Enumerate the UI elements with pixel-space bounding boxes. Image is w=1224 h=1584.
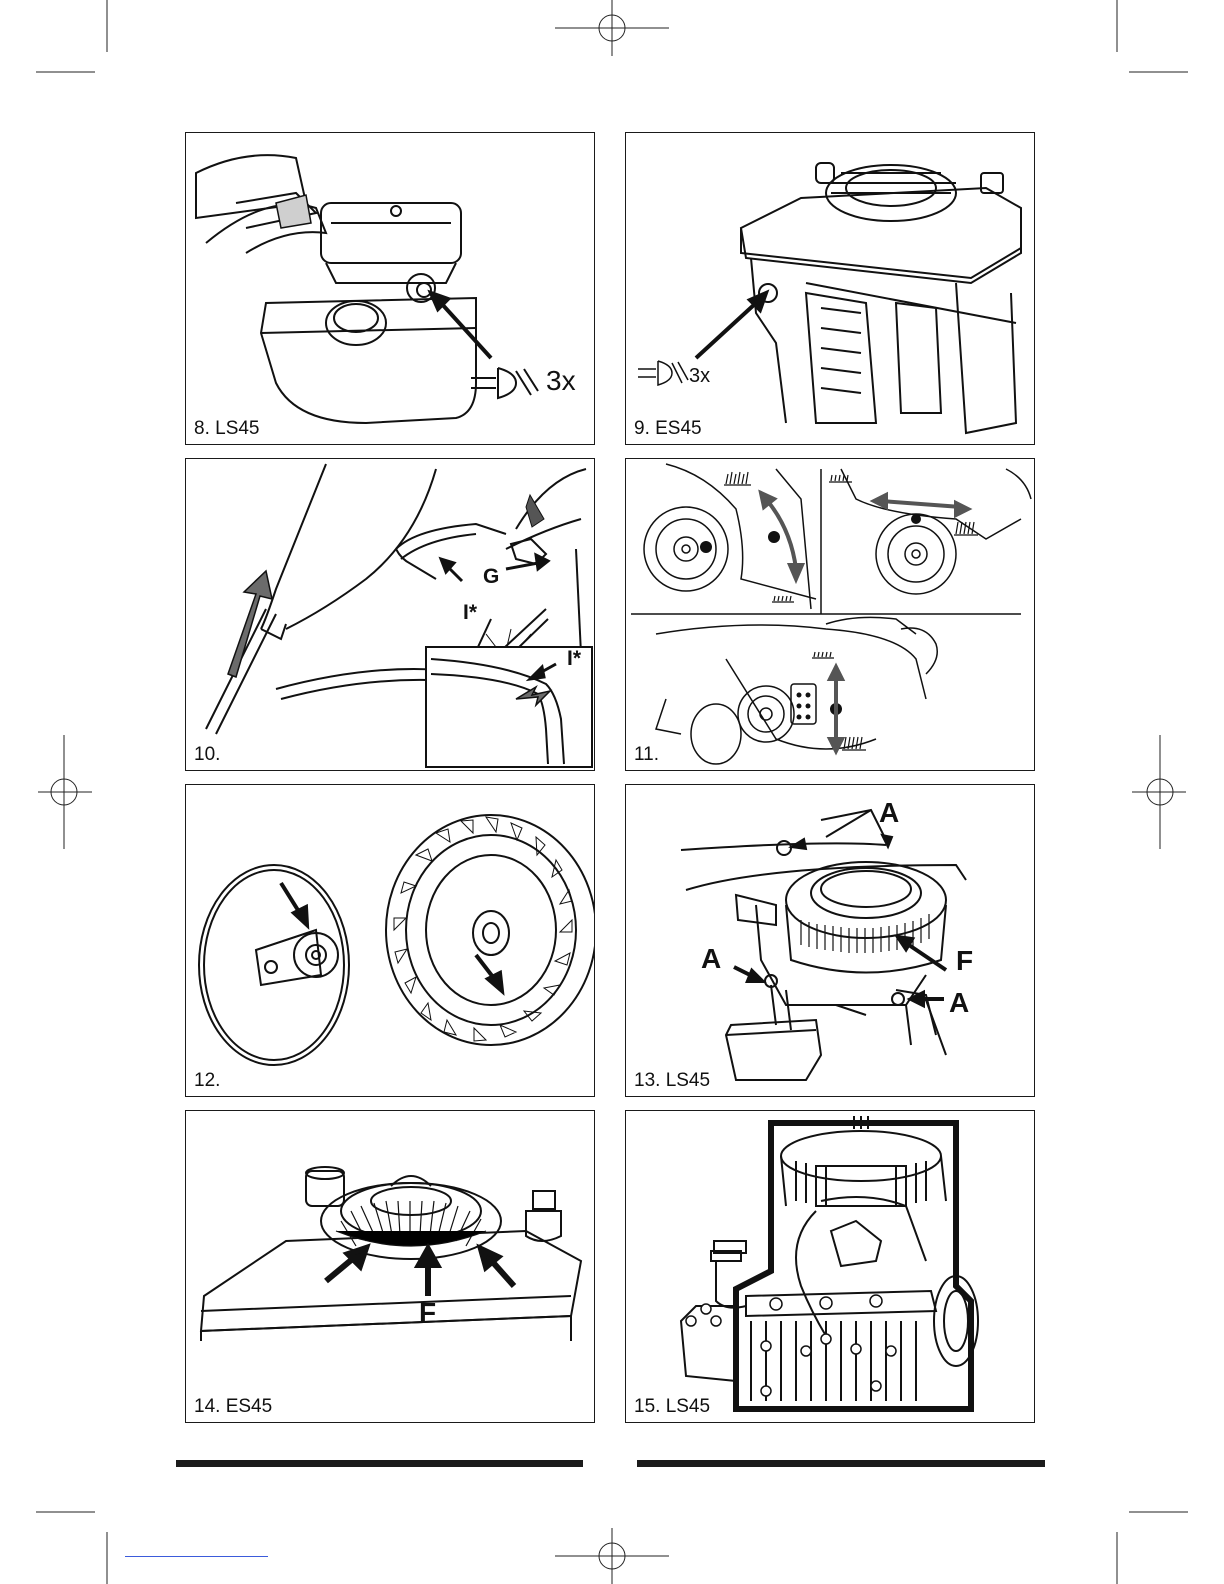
figure-10-panel: G I* I* 10. bbox=[185, 458, 595, 771]
figure-13-starter-housing-illustration bbox=[626, 785, 1035, 1097]
figure-15-panel: 15. LS45 bbox=[625, 1110, 1035, 1423]
figure-10-caption: 10. bbox=[194, 744, 224, 766]
label-i-star: I* bbox=[463, 601, 477, 625]
figure-11-panel: 11. bbox=[625, 458, 1035, 771]
figure-13-caption: 13. LS45 bbox=[634, 1070, 714, 1092]
primer-bulb-press-icon bbox=[471, 368, 538, 398]
figure-12-caption: 12. bbox=[194, 1070, 224, 1092]
label-f: F bbox=[956, 945, 973, 977]
figure-10-handle-adjust-illustration bbox=[186, 459, 595, 771]
figure-12-panel: 12. bbox=[185, 784, 595, 1097]
figure-15-engine-cooling-fins-illustration bbox=[626, 1111, 1035, 1423]
arrow-icon bbox=[281, 883, 502, 991]
page-edge-line bbox=[125, 1556, 268, 1557]
figure-8-panel: 3x 8. LS45 bbox=[185, 132, 595, 445]
figure-9-caption: 9. ES45 bbox=[634, 418, 706, 440]
figure-12-wheel-gear-illustration bbox=[186, 785, 595, 1097]
label-i-star-inset: I* bbox=[567, 647, 581, 671]
figure-13-panel: A A A F 13. LS45 bbox=[625, 784, 1035, 1097]
label-a-left: A bbox=[701, 943, 721, 975]
figure-8-caption: 8. LS45 bbox=[194, 418, 264, 440]
figure-11-cutting-height-illustration bbox=[626, 459, 1035, 771]
arrow-icon bbox=[761, 493, 968, 751]
primer-bulb-press-icon bbox=[638, 361, 688, 385]
label-a-top: A bbox=[879, 797, 899, 829]
label-g: G bbox=[483, 565, 499, 589]
figure-14-caption: 14. ES45 bbox=[194, 1396, 276, 1418]
figure-14-engine-cleaning-illustration bbox=[186, 1111, 595, 1423]
footer-rule-right bbox=[637, 1460, 1045, 1467]
arrow-icon bbox=[696, 293, 766, 358]
figure-15-caption: 15. LS45 bbox=[634, 1396, 714, 1418]
grass-height-icon bbox=[724, 472, 978, 750]
arrow-icon bbox=[431, 293, 491, 358]
figure-8-engine-primer-illustration bbox=[186, 133, 595, 445]
label-f: F bbox=[419, 1297, 436, 1329]
figure-11-caption: 11. bbox=[634, 744, 663, 766]
label-a-right: A bbox=[949, 987, 969, 1019]
figure-9-panel: 3x 9. ES45 bbox=[625, 132, 1035, 445]
arrow-icon bbox=[326, 1248, 514, 1296]
arrow-icon bbox=[228, 571, 272, 677]
figure-14-panel: F 14. ES45 bbox=[185, 1110, 595, 1423]
press-count-label: 3x bbox=[546, 365, 576, 397]
footer-rule-left bbox=[176, 1460, 583, 1467]
press-count-label: 3x bbox=[689, 365, 710, 388]
figure-9-engine-primer-illustration bbox=[626, 133, 1035, 445]
